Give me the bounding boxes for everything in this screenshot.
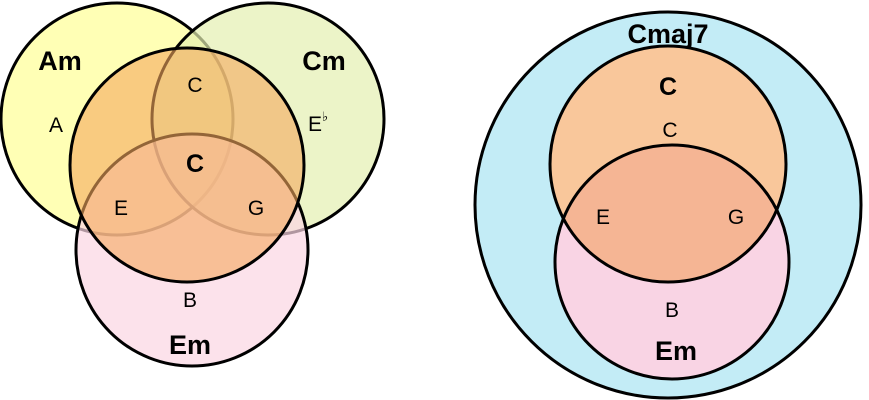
em-circle-right <box>553 143 791 381</box>
note-a: A <box>49 114 63 137</box>
note-g-right: G <box>728 206 744 229</box>
note-e-flat: E♭ <box>308 109 328 136</box>
em-chord-label-right: Em <box>655 336 697 366</box>
c-em-overlap <box>555 145 786 282</box>
note-e: E <box>114 197 128 220</box>
c-chord-label-right: C <box>659 73 677 101</box>
note-e-right: E <box>596 206 610 229</box>
cm-chord-label: Cm <box>302 46 346 76</box>
am-chord-label: Am <box>38 46 82 76</box>
cmaj7-chord-label: Cmaj7 <box>627 19 708 49</box>
c-circle <box>68 46 306 284</box>
note-g: G <box>248 197 264 220</box>
em-chord-label: Em <box>169 330 211 360</box>
right-venn-diagram: Cmaj7 C Em C E G B <box>473 10 863 400</box>
left-venn-diagram: Am Cm Em C A E♭ C E G B <box>0 1 386 368</box>
flat-symbol: ♭ <box>322 109 328 124</box>
note-b: B <box>183 289 197 312</box>
note-c-top: C <box>187 74 202 97</box>
note-c-right: C <box>662 119 677 142</box>
c-center-label: C <box>186 150 204 178</box>
note-b-right: B <box>665 299 679 322</box>
c-circle-right <box>548 44 788 284</box>
note-e-flat-letter: E <box>308 113 322 136</box>
